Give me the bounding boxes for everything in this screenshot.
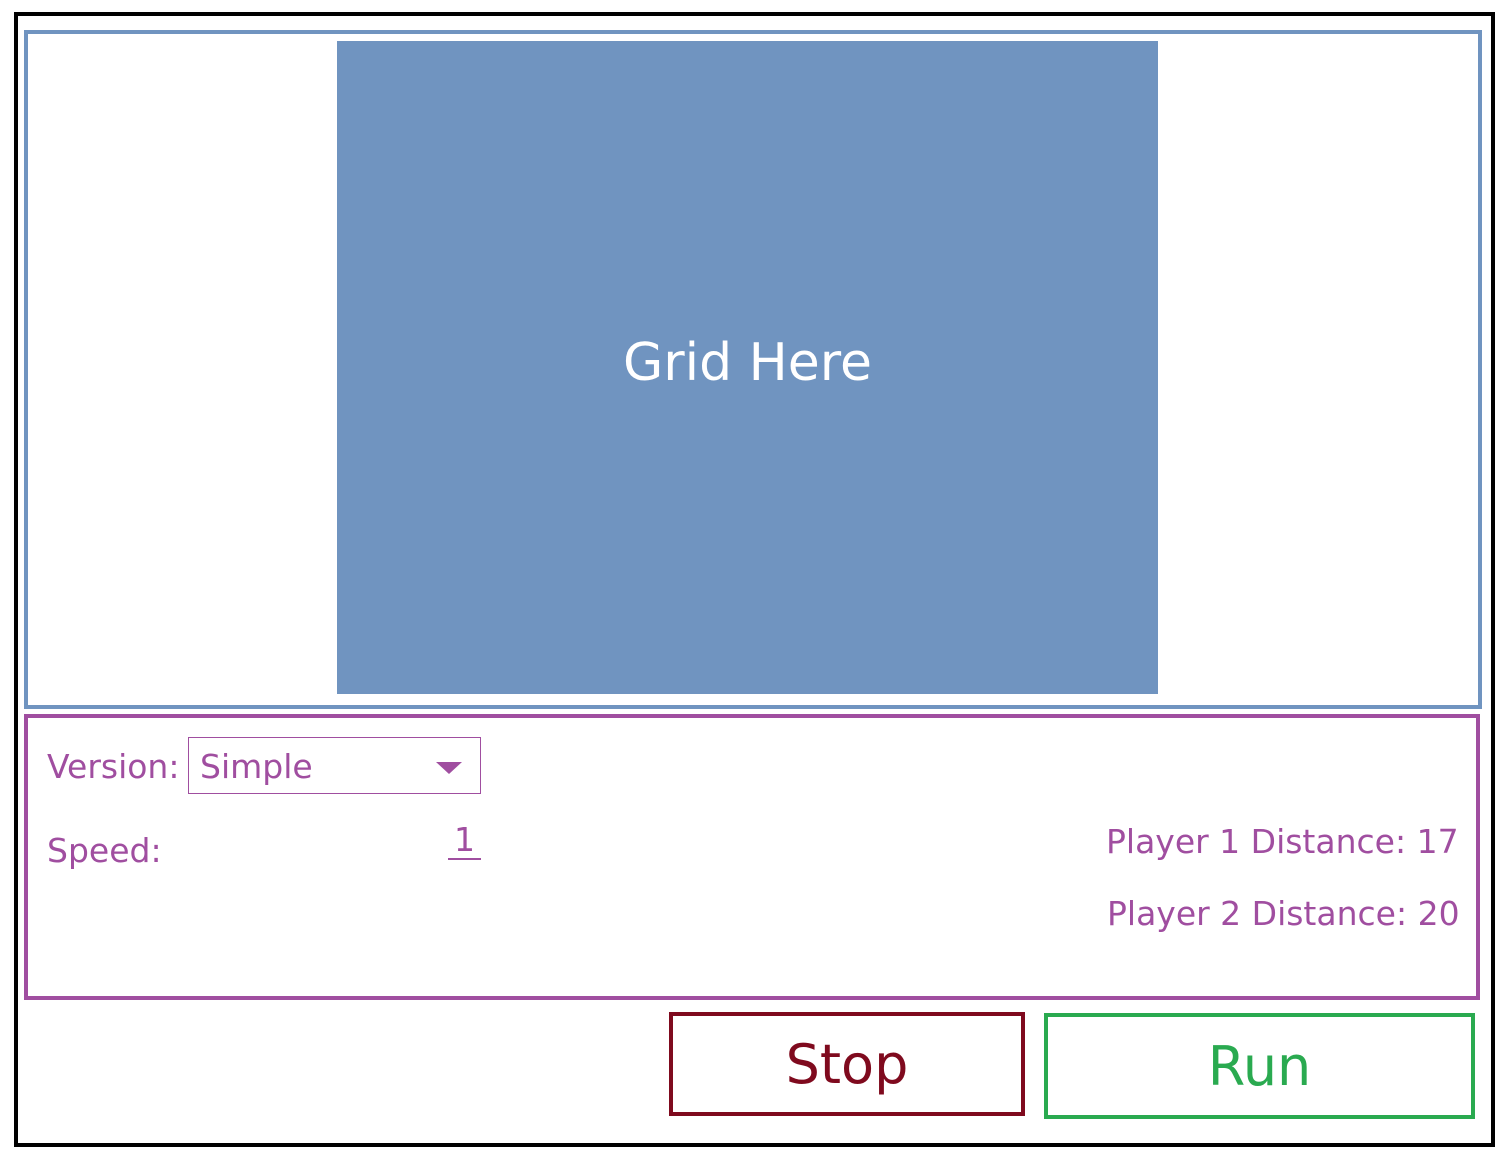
speed-label: Speed: xyxy=(47,831,162,870)
grid-area[interactable]: Grid Here xyxy=(337,41,1158,694)
stop-button-label: Stop xyxy=(785,1032,909,1096)
chevron-down-icon[interactable] xyxy=(436,762,462,774)
version-label: Version: xyxy=(47,747,180,786)
version-select[interactable]: Simple xyxy=(188,737,481,794)
player1-distance: Player 1 Distance: 17 xyxy=(1106,822,1459,861)
grid-panel xyxy=(24,30,1482,709)
version-select-value: Simple xyxy=(200,747,313,786)
grid-placeholder-text: Grid Here xyxy=(623,332,872,393)
run-button-label: Run xyxy=(1207,1034,1312,1098)
stop-button[interactable]: Stop xyxy=(669,1012,1025,1116)
run-button[interactable]: Run xyxy=(1044,1013,1475,1119)
controls-panel xyxy=(24,714,1480,1000)
player2-distance: Player 2 Distance: 20 xyxy=(1107,894,1460,933)
speed-input[interactable]: 1 xyxy=(448,822,481,860)
